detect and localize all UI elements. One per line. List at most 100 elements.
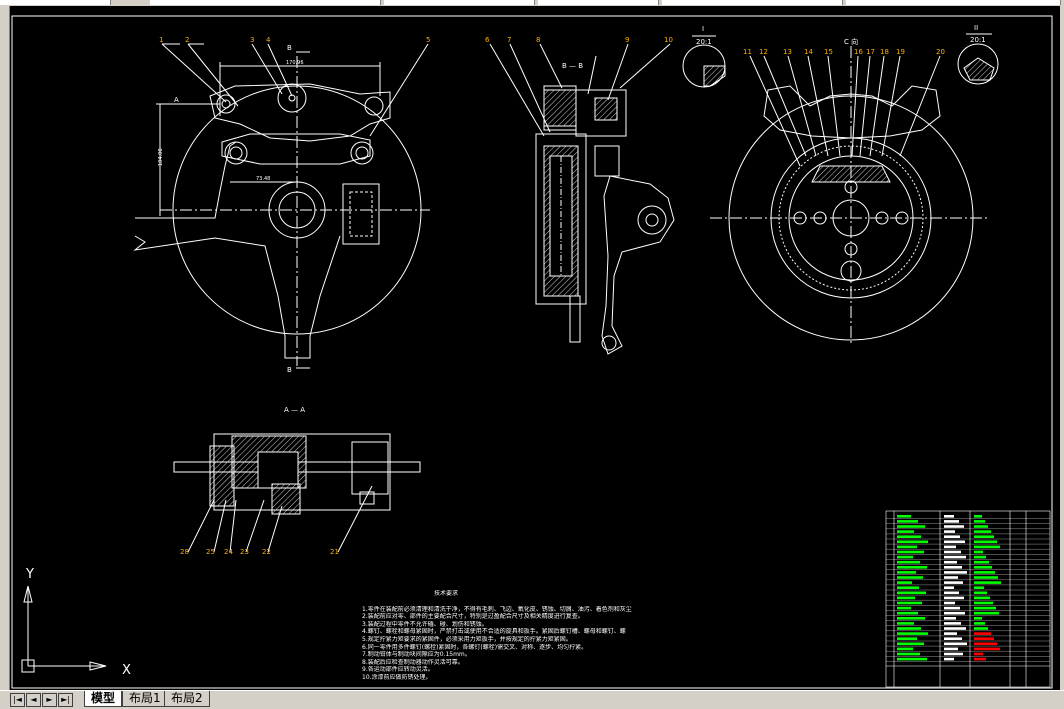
bom-material-mark xyxy=(974,642,997,646)
first-tab-button[interactable]: |◄ xyxy=(10,693,25,707)
bom-material-mark xyxy=(974,652,983,656)
bom-name-mark xyxy=(944,566,962,569)
bom-code-mark xyxy=(897,611,918,615)
bom-material-mark xyxy=(974,535,994,538)
bom-name-mark xyxy=(944,637,962,640)
detail-i xyxy=(682,35,726,88)
bom-name-mark xyxy=(944,601,955,605)
view-section-bb xyxy=(489,43,675,355)
bom-material-mark xyxy=(974,550,983,554)
part-label: 24 xyxy=(224,548,233,556)
note-line: 6.同一零件用多件螺钉(螺栓)紧固时，各螺钉(螺栓)需交叉、对称、逐步、均匀拧紧… xyxy=(362,643,588,651)
part-label: 17 xyxy=(866,48,875,56)
part-label: 16 xyxy=(854,48,863,56)
detail-label: I xyxy=(702,25,704,33)
note-line: 9.各运动部件应转动灵活。 xyxy=(362,666,434,674)
part-label: 14 xyxy=(804,48,813,56)
part-label: 3 xyxy=(250,36,254,44)
section-label: B xyxy=(287,366,292,374)
bom-name-mark xyxy=(944,530,955,533)
toolbar-field[interactable] xyxy=(538,0,659,5)
note-line: 10.涂漆前应做防锈处理。 xyxy=(362,673,432,681)
toolbar-field[interactable] xyxy=(150,0,381,5)
bom-material-mark xyxy=(974,632,991,635)
part-label: 12 xyxy=(759,48,768,56)
note-line: 3.装配过程中零件不允许磕、碰、划伤和锈蚀。 xyxy=(362,620,488,628)
bom-name-mark xyxy=(944,606,960,610)
part-label: 1 xyxy=(159,36,163,44)
bom-material-mark xyxy=(974,571,995,574)
bom-code-mark xyxy=(897,606,911,610)
part-label: 2 xyxy=(185,36,189,44)
bom-material-mark xyxy=(974,545,1000,549)
bom-material-mark xyxy=(974,622,985,625)
part-label: 11 xyxy=(743,48,752,56)
layout-tab-bar: |◄ ◄ ► ►| 模型 布局1 布局2 xyxy=(0,690,1064,709)
part-label: 22 xyxy=(262,548,271,556)
toolbar-field[interactable] xyxy=(846,0,1061,5)
part-label: 28 xyxy=(180,548,189,556)
dimension-text: 170.96 xyxy=(286,60,304,66)
part-label: 6 xyxy=(485,36,490,44)
ucs-icon xyxy=(21,585,107,673)
technical-notes: 技术要求 1.零件在装配前必须清理和清洗干净，不得有毛刺、飞边、氧化皮、锈蚀、切… xyxy=(362,590,662,682)
bom-material-mark xyxy=(974,530,991,533)
bom-name-mark xyxy=(944,642,967,646)
prev-tab-button[interactable]: ◄ xyxy=(26,693,41,707)
bom-name-mark xyxy=(944,576,958,579)
bom-code-mark xyxy=(897,627,921,630)
bom-name-mark xyxy=(944,657,954,661)
bom-code-mark xyxy=(897,530,914,533)
next-tab-button[interactable]: ► xyxy=(42,693,57,707)
bom-code-mark xyxy=(897,642,924,646)
bom-code-mark xyxy=(897,657,927,661)
bom-code-mark xyxy=(897,586,919,589)
bom-code-mark xyxy=(897,647,913,651)
note-line: 7.制动钳体与制动块间隙应为0.15mm。 xyxy=(362,651,471,659)
section-label: C 向 xyxy=(844,37,858,46)
bom-name-mark xyxy=(944,545,956,549)
view-c-disc xyxy=(710,46,990,346)
toolbar-field[interactable] xyxy=(0,0,111,5)
right-scrollbar[interactable] xyxy=(1060,6,1064,690)
drawing-canvas[interactable]: 1 2 3 4 5 B B A 170.96 73.48 104.08 6 7 … xyxy=(10,6,1060,690)
bom-name-mark xyxy=(944,622,961,625)
part-label: 25 xyxy=(206,548,215,556)
bom-material-mark xyxy=(974,591,987,595)
bom-code-mark xyxy=(897,591,926,595)
bom-material-mark xyxy=(974,647,1000,651)
bom-code-mark xyxy=(897,515,911,518)
part-label: 21 xyxy=(330,548,339,556)
section-label: A — A xyxy=(284,406,305,414)
section-label: B — B xyxy=(562,62,583,70)
bom-code-mark xyxy=(897,601,922,605)
bom-code-mark xyxy=(897,520,918,523)
view-section-aa xyxy=(173,433,421,553)
part-label: 19 xyxy=(896,48,905,56)
notes-title: 技术要求 xyxy=(434,590,459,597)
tab-layout1[interactable]: 布局1 xyxy=(122,691,168,707)
left-scrollbar[interactable] xyxy=(0,6,10,690)
top-toolbar-strip xyxy=(0,0,1064,6)
bom-code-mark xyxy=(897,535,921,538)
bom-material-mark xyxy=(974,576,998,579)
bom-name-mark xyxy=(944,647,958,651)
bom-material-mark xyxy=(974,566,992,569)
last-tab-button[interactable]: ►| xyxy=(58,693,73,707)
ucs-y-label: Y xyxy=(25,567,34,582)
detail-label: II xyxy=(974,24,978,32)
bom-material-mark xyxy=(974,637,994,640)
toolbar-field[interactable] xyxy=(384,0,535,5)
dimension-text: 104.08 xyxy=(158,149,164,167)
section-label: B xyxy=(287,44,292,52)
bom-name-mark xyxy=(944,560,957,564)
part-label: 23 xyxy=(240,548,249,556)
bom-material-mark xyxy=(974,525,988,528)
note-line: 2.装配前应对零、部件的主要配合尺寸，特别是过盈配合尺寸及相关精度进行复查。 xyxy=(362,613,584,621)
toolbar-field[interactable] xyxy=(662,0,843,5)
tab-layout2[interactable]: 布局2 xyxy=(164,691,210,707)
bom-code-mark xyxy=(897,525,925,528)
tab-model[interactable]: 模型 xyxy=(84,691,123,707)
bom-material-mark xyxy=(974,555,986,559)
bom-material-mark xyxy=(974,617,982,620)
